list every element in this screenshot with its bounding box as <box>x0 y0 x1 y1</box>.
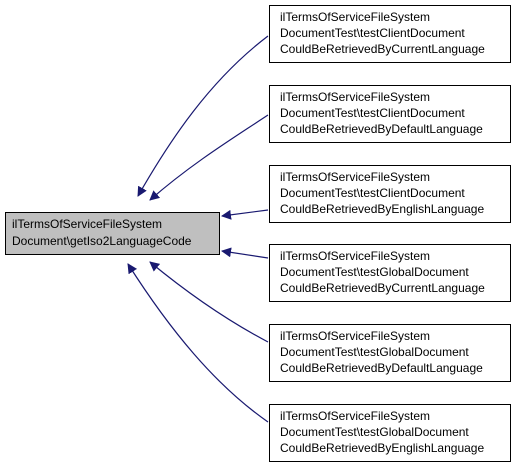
caller-node-1-line-3: CouldBeRetrievedByCurrentLanguage <box>280 42 485 56</box>
caller-node-3[interactable]: ilTermsOfServiceFileSystem DocumentTest\… <box>269 165 511 223</box>
caller-node-1-line-2: DocumentTest\testClientDocument <box>280 26 465 40</box>
edge-caller-2 <box>149 114 269 201</box>
caller-node-4-line-1: ilTermsOfServiceFileSystem <box>280 249 430 263</box>
caller-node-6-line-3: CouldBeRetrievedByEnglishLanguage <box>280 441 484 455</box>
caller-node-4-line-2: DocumentTest\testGlobalDocument <box>280 265 469 279</box>
caller-node-4[interactable]: ilTermsOfServiceFileSystem DocumentTest\… <box>269 244 511 302</box>
caller-node-6-box <box>269 404 511 462</box>
edge-caller-1 <box>137 35 269 197</box>
caller-node-5-line-2: DocumentTest\testGlobalDocument <box>280 345 469 359</box>
caller-node-4-box <box>269 244 511 302</box>
caller-node-2-line-1: ilTermsOfServiceFileSystem <box>280 90 430 104</box>
root-node-line-1: ilTermsOfServiceFileSystem <box>12 217 162 231</box>
caller-node-4-line-3: CouldBeRetrievedByCurrentLanguage <box>280 281 485 295</box>
caller-node-2-line-3: CouldBeRetrievedByDefaultLanguage <box>280 122 483 136</box>
edge-caller-5 <box>149 261 269 343</box>
caller-node-2-box <box>269 85 511 143</box>
caller-node-2[interactable]: ilTermsOfServiceFileSystem DocumentTest\… <box>269 85 511 143</box>
caller-node-1[interactable]: ilTermsOfServiceFileSystem DocumentTest\… <box>269 5 511 63</box>
caller-node-6-line-2: DocumentTest\testGlobalDocument <box>280 425 469 439</box>
caller-node-1-box <box>269 5 511 63</box>
caller-node-6[interactable]: ilTermsOfServiceFileSystem DocumentTest\… <box>269 404 511 462</box>
edge-caller-3 <box>221 209 269 220</box>
caller-node-2-line-2: DocumentTest\testClientDocument <box>280 106 465 120</box>
caller-node-3-line-2: DocumentTest\testClientDocument <box>280 186 465 200</box>
edges <box>127 35 269 423</box>
root-node[interactable]: ilTermsOfServiceFileSystem Document\getI… <box>5 212 220 255</box>
caller-node-5-line-3: CouldBeRetrievedByDefaultLanguage <box>280 361 483 375</box>
edge-caller-6 <box>127 263 269 423</box>
caller-node-3-line-1: ilTermsOfServiceFileSystem <box>280 170 430 184</box>
caller-node-5-line-1: ilTermsOfServiceFileSystem <box>280 329 430 343</box>
caller-node-6-line-1: ilTermsOfServiceFileSystem <box>280 409 430 423</box>
root-node-box <box>5 212 220 255</box>
caller-node-3-line-3: CouldBeRetrievedByEnglishLanguage <box>280 202 484 216</box>
caller-node-3-box <box>269 165 511 223</box>
edge-caller-4 <box>221 247 269 259</box>
caller-node-1-line-1: ilTermsOfServiceFileSystem <box>280 10 430 24</box>
caller-node-5-box <box>269 324 511 382</box>
caller-node-5[interactable]: ilTermsOfServiceFileSystem DocumentTest\… <box>269 324 511 382</box>
root-node-line-2: Document\getIso2LanguageCode <box>12 234 192 248</box>
